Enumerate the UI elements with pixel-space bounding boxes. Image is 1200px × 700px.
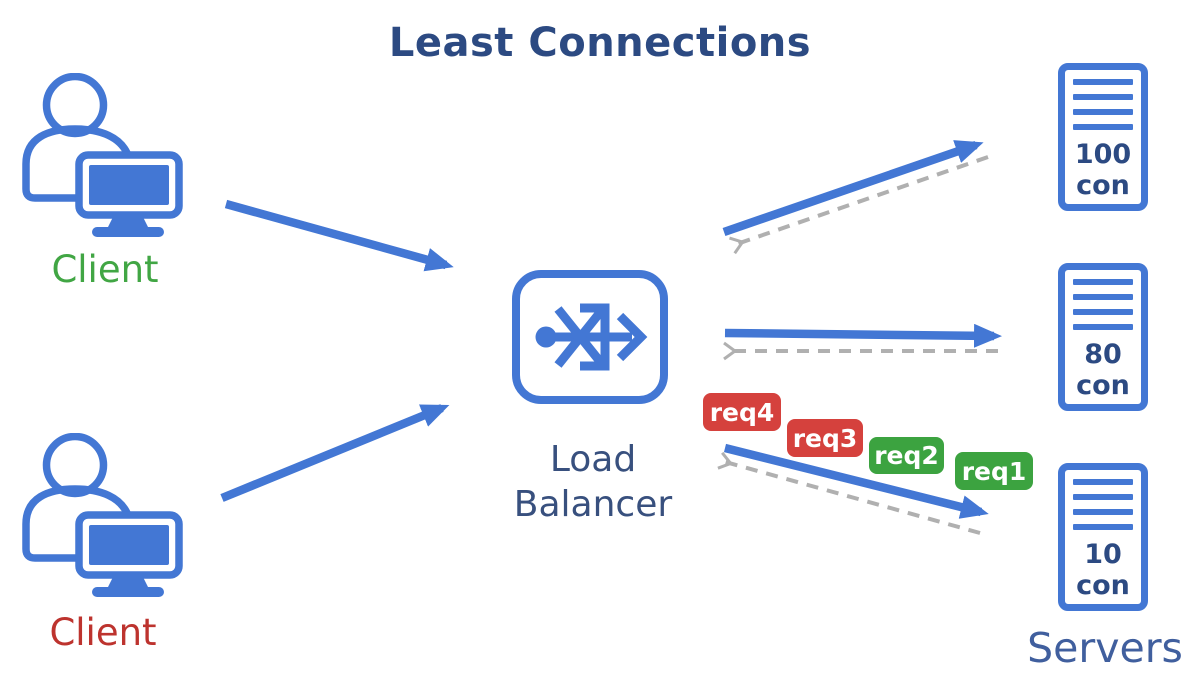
arrow-client1-to-lb [224,199,454,272]
arrow-lb-to-server3 [723,443,989,519]
client2-person-monitor-icon [22,433,183,597]
client2-label: Client [49,611,157,654]
server1-connections: 100 con [1074,139,1132,202]
arrow-server3-return [717,451,981,535]
server2-connections: 80 con [1076,339,1130,402]
server-slot-bar [1073,109,1133,115]
load-balancer-label-line1: Load [549,439,637,480]
server-slot-bar [1073,94,1133,100]
request-badge-req3: req3 [787,419,863,457]
arrow-server1-return [729,155,989,255]
server-slot-bar [1073,309,1133,315]
server-slot-bar [1073,509,1133,515]
servers-label: Servers [1027,624,1183,672]
server-slot-bar [1073,294,1133,300]
server2-icon: 80 con [1058,263,1148,411]
load-balancer-icon [512,270,668,404]
arrow-client2-to-lb [220,404,450,502]
server-slot-bar [1073,124,1133,130]
server-slot-bar [1073,479,1133,485]
client1-person-monitor-icon [22,73,183,237]
server-slot-bar [1073,524,1133,530]
load-balancer-label: Load Balancer [498,437,688,527]
request-badge-req4: req4 [703,393,781,431]
server1-icon: 100 con [1058,63,1148,211]
server-slot-bar [1073,324,1133,330]
client1-label: Client [51,248,159,291]
arrow-lb-to-server1 [722,140,984,237]
request-badge-req1: req1 [955,452,1033,490]
server-slot-bar [1073,494,1133,500]
server-slot-bar [1073,279,1133,285]
diagram-title: Least Connections [388,20,812,66]
server3-icon: 10 con [1058,463,1148,611]
request-badge-req2: req2 [869,437,944,474]
server-slot-bar [1073,79,1133,85]
arrow-lb-to-server2 [724,323,1002,348]
server3-connections: 10 con [1076,539,1130,602]
load-balancer-label-line2: Balancer [513,484,673,525]
